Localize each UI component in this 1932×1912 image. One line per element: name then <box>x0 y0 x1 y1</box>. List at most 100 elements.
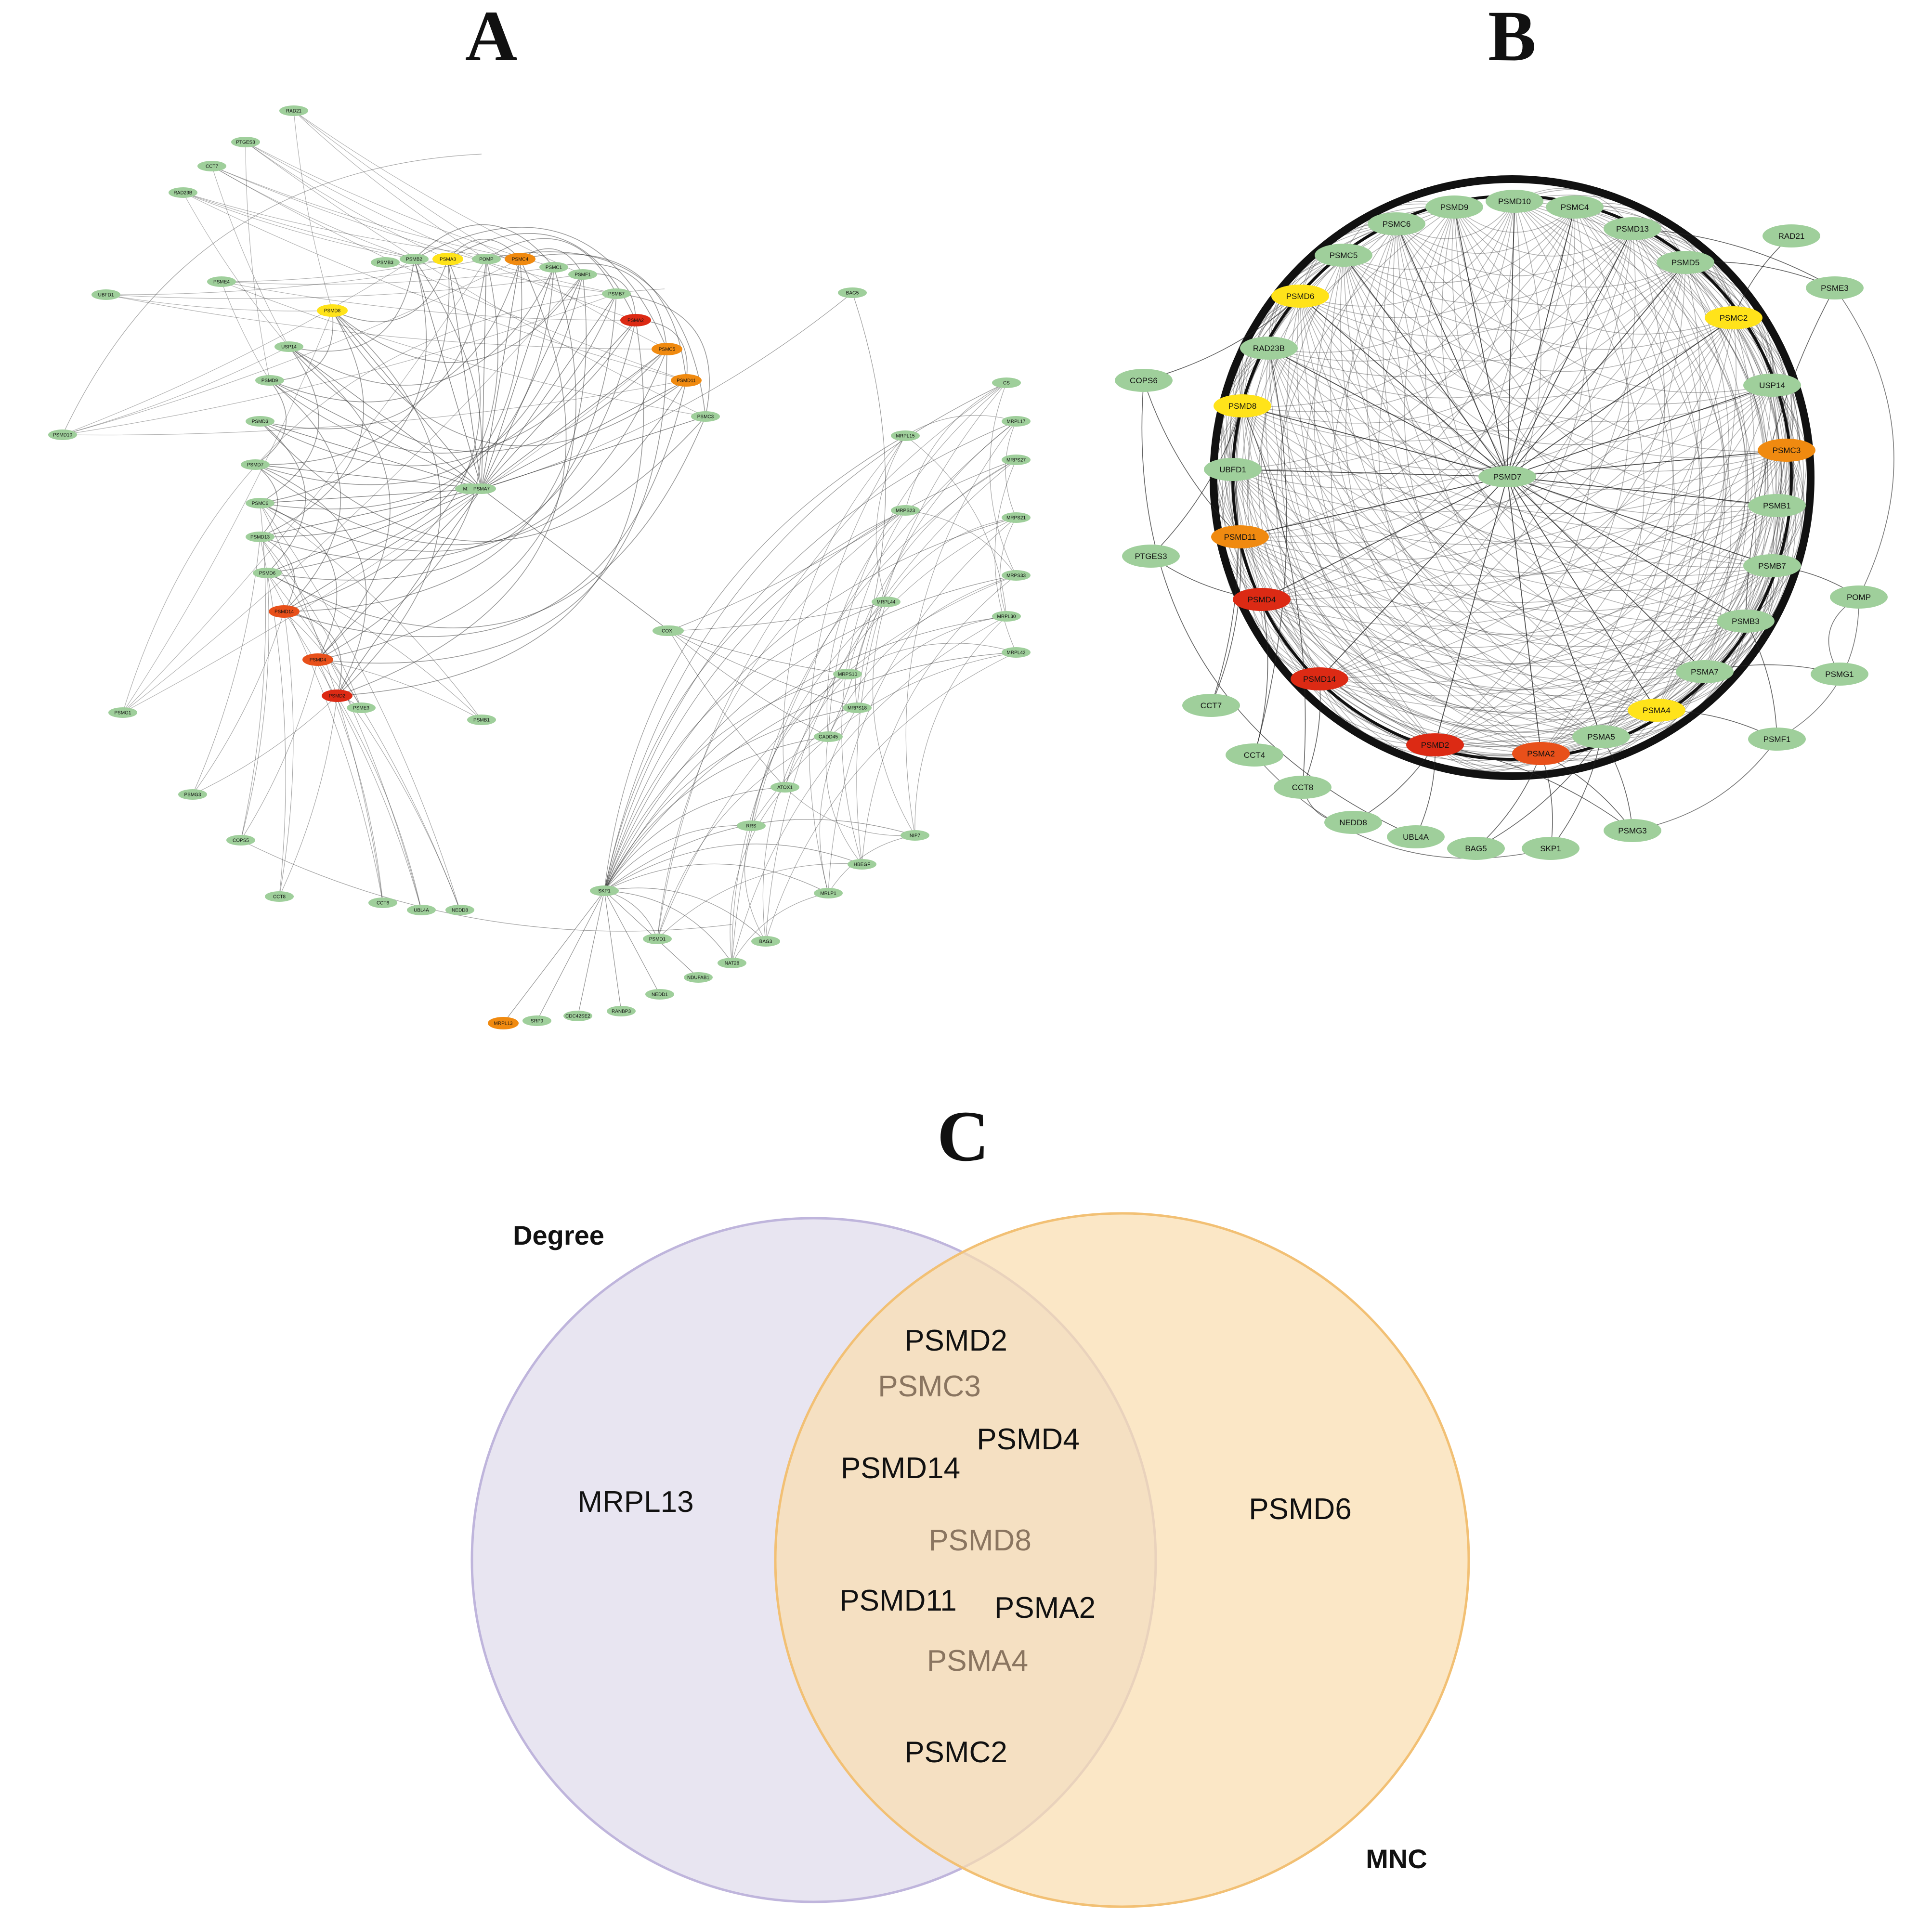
b-node-psmc4: PSMC4 <box>1546 195 1604 219</box>
a-node-ubfd1: UBFD1 <box>91 289 120 300</box>
a-node-label: UBFD1 <box>98 293 114 298</box>
network-edge <box>1261 296 1436 745</box>
b-node-label: PSMC2 <box>1720 313 1748 323</box>
network-edge <box>1242 405 1787 544</box>
network-edge <box>211 166 687 381</box>
network-edge <box>1232 262 1686 490</box>
network-edge <box>994 459 1017 653</box>
network-edge <box>1396 223 1633 276</box>
network-edge <box>414 259 482 489</box>
network-edge <box>783 435 906 788</box>
b-node-label: PSMD9 <box>1440 203 1469 212</box>
a-node-psmd1: PSMD1 <box>643 934 672 944</box>
b-node-ubl4a: UBL4A <box>1387 825 1445 848</box>
network-edge <box>1704 505 1786 672</box>
network-edge <box>1319 317 1734 679</box>
a-node-label: NEDD8 <box>452 908 468 913</box>
network-edge <box>267 488 482 573</box>
a-node-ranbp3: RANBP3 <box>607 1006 636 1016</box>
network-edge <box>1632 228 1766 672</box>
b-node-shape <box>1758 439 1815 462</box>
a-node-psmb3: PSMB3 <box>371 257 400 268</box>
network-edge <box>1507 476 1657 711</box>
b-node-shape <box>1806 276 1864 299</box>
network-edge <box>841 510 906 865</box>
a-node-label: PSMF1 <box>574 273 591 278</box>
network-edge <box>731 616 1007 963</box>
network-edge <box>1475 753 1541 849</box>
a-node-label: PSMD10 <box>53 433 72 438</box>
a-node-mrpl42: MRPL42 <box>1002 647 1031 658</box>
network-edge <box>1268 348 1773 591</box>
a-node-shape <box>691 411 720 422</box>
a-node-shape <box>848 859 876 870</box>
network-edge <box>260 416 706 542</box>
network-edge <box>62 293 617 435</box>
network-edge <box>481 416 706 489</box>
network-edge <box>616 293 710 417</box>
b-node-label: PSMC6 <box>1383 220 1411 229</box>
a-node-psmc1: PSMC1 <box>539 262 568 273</box>
b-node-nedd8: NEDD8 <box>1324 811 1382 834</box>
a-node-psma2: PSMA2 <box>620 314 651 326</box>
a-node-ndufab1: NDUFAB1 <box>684 972 713 983</box>
a-node-shape <box>602 288 631 299</box>
network-edge <box>1143 296 1301 381</box>
network-edge <box>1507 317 1734 477</box>
network-edge <box>269 259 521 403</box>
a-node-pomp: POMP <box>472 254 501 264</box>
network-edge <box>1261 599 1746 713</box>
network-edge <box>1300 296 1508 477</box>
a-node-shape <box>226 835 255 845</box>
network-edge <box>1265 348 1541 754</box>
network-edge <box>657 575 1017 939</box>
a-node-label: COPS5 <box>233 838 249 844</box>
a-node-label: CDC42SE2 <box>565 1014 590 1019</box>
b-node-psmd11: PSMD11 <box>1211 525 1269 548</box>
a-node-shape <box>684 972 713 983</box>
b-node-cct8: CCT8 <box>1274 776 1332 799</box>
network-edge <box>1211 536 1241 706</box>
b-node-shape <box>1522 837 1580 860</box>
network-edge <box>1507 476 1773 566</box>
a-node-cox: COX <box>653 625 681 636</box>
a-node-label: PSMD13 <box>250 535 270 540</box>
nodes-b: PSMD7PSMD10PSMC4PSMD13PSMD5PSMC2USP14PSM… <box>1115 190 1888 860</box>
network-edge <box>1454 207 1734 335</box>
network-edge <box>1331 207 1455 745</box>
a-node-mrps23: MRPS23 <box>891 505 920 516</box>
network-edge <box>1286 296 1541 754</box>
network-edge <box>1404 207 1602 737</box>
network-edge <box>1232 469 1777 603</box>
network-edge <box>1745 621 1777 740</box>
b-node-psmd6: PSMD6 <box>1271 285 1329 308</box>
b-node-label: PSMD5 <box>1671 258 1700 267</box>
network-edge <box>1632 228 1782 622</box>
network-edge <box>62 259 415 435</box>
network-edge <box>1435 228 1665 745</box>
network-edge <box>657 382 1007 939</box>
a-node-label: NIP7 <box>910 833 921 839</box>
a-node-label: MRPS27 <box>1006 458 1026 463</box>
network-edge <box>1242 228 1633 424</box>
a-node-shape <box>279 105 308 116</box>
network-edge <box>1507 450 1787 477</box>
a-node-shape <box>718 958 746 968</box>
a-node-label: MRPL44 <box>877 600 896 605</box>
network-edge <box>284 259 481 612</box>
network-edge <box>260 536 286 897</box>
b-node-shape <box>1748 728 1806 751</box>
network-edge <box>784 787 915 836</box>
network-edge <box>255 464 278 537</box>
a-node-shape <box>901 830 929 841</box>
network-edge <box>1454 207 1508 477</box>
network-edge <box>288 259 415 352</box>
b-node-label: PSMG1 <box>1825 670 1854 679</box>
network-edge <box>332 310 441 696</box>
network-edge <box>553 263 667 350</box>
network-edge <box>1685 262 1793 506</box>
a-node-label: COX <box>662 629 672 634</box>
network-edge <box>1435 385 1773 745</box>
a-node-shape <box>891 505 920 516</box>
